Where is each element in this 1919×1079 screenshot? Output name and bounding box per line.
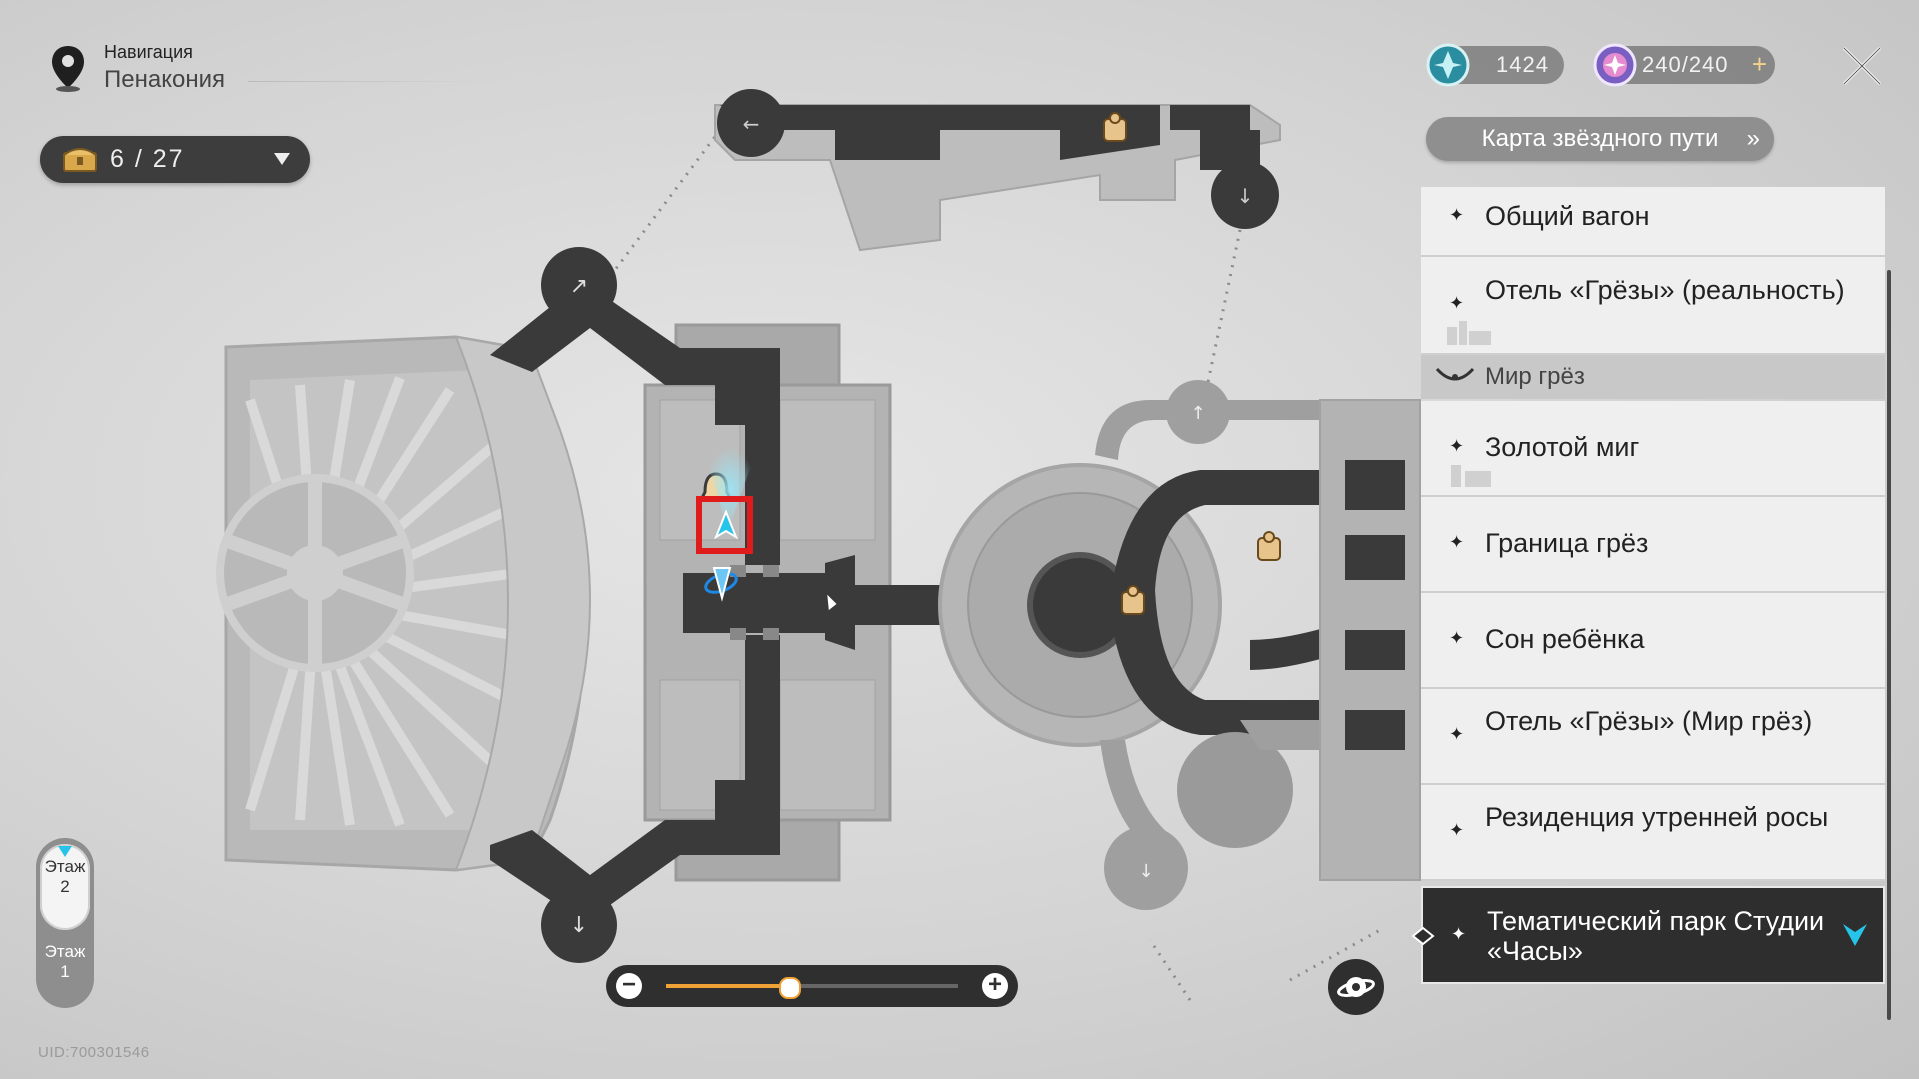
west-corridors: ↗ ↓	[490, 247, 715, 963]
dropdown-arrow-icon	[274, 153, 290, 165]
star-bullet-icon: ✦	[1449, 293, 1465, 313]
player-position-icon	[713, 509, 739, 540]
location-list[interactable]: ✦ Общий вагон ✦ Отель «Грёзы» (реальност…	[1411, 187, 1885, 1020]
puzzle-marker-icon[interactable]	[1257, 531, 1281, 561]
location-label: Сон ребёнка	[1485, 624, 1645, 654]
space-anchor-icon[interactable]	[703, 567, 739, 602]
location-label: Тематический парк Студии «Часы»	[1487, 906, 1825, 966]
west-hall	[216, 335, 591, 872]
current-location-name: Пенакония	[104, 66, 225, 93]
star-rail-map-button[interactable]: Карта звёздного пути »	[1426, 117, 1774, 161]
map-pin-icon	[52, 46, 84, 92]
puzzle-marker-icon[interactable]	[1103, 112, 1127, 142]
location-label: Резиденция утренней росы	[1485, 802, 1829, 832]
location-label: Отель «Грёзы» (реальность)	[1485, 275, 1845, 305]
location-item[interactable]: ✦ Золотой миг	[1421, 401, 1885, 497]
floor-1-button[interactable]: Этаж 1	[40, 934, 90, 1004]
current-location-marker-icon	[1843, 924, 1867, 946]
location-item[interactable]: ✦ Граница грёз	[1421, 497, 1885, 593]
building-silhouette-icon	[1451, 465, 1491, 487]
location-list-scrollbar[interactable]	[1887, 270, 1891, 1020]
dreamscape-section-icon	[1435, 367, 1475, 381]
location-item[interactable]: ✦ Сон ребёнка	[1421, 593, 1885, 689]
trailblaze-power-counter: 240/240 +	[1593, 43, 1775, 87]
zoom-control: − +	[606, 965, 1018, 1007]
star-bullet-icon: ✦	[1449, 724, 1465, 744]
floor-selector[interactable]: Этаж 2 Этаж 1	[36, 838, 94, 1008]
player-view-cone	[705, 447, 755, 530]
location-item-active[interactable]: ✦ Тематический парк Студии «Часы»	[1411, 886, 1885, 984]
zoom-out-button[interactable]: −	[616, 973, 642, 999]
stellar-jade-icon	[1426, 43, 1470, 87]
east-plaza: ↑ ↓	[938, 380, 1421, 910]
floor-label: Этаж	[44, 942, 86, 961]
location-label: Граница грёз	[1485, 528, 1649, 558]
trailblaze-power-value: 240/240	[1642, 52, 1729, 77]
central-building	[643, 323, 892, 882]
double-chevron-right-icon: »	[1746, 125, 1761, 152]
stellar-jade-value: 1424	[1496, 52, 1549, 77]
treasure-counter-dropdown[interactable]: 6 / 27	[40, 136, 310, 183]
floor-label: Этаж	[44, 857, 86, 876]
puzzle-marker-icon[interactable]	[1121, 585, 1145, 615]
floor-2-button[interactable]: Этаж 2	[40, 844, 90, 930]
stellar-jade-counter: 1424	[1426, 43, 1564, 87]
treasure-count: 6 / 27	[110, 145, 185, 173]
star-rail-map-label: Карта звёздного пути	[1481, 125, 1719, 152]
add-power-button[interactable]: +	[1751, 49, 1767, 79]
location-item[interactable]: ✦ Отель «Грёзы» (Мир грёз)	[1421, 689, 1885, 785]
section-label: Мир грёз	[1485, 363, 1585, 390]
trailblaze-power-icon	[1593, 43, 1637, 87]
selection-diamond-icon	[1411, 926, 1435, 946]
zoom-slider-fill	[666, 984, 789, 988]
star-bullet-icon: ✦	[1449, 532, 1465, 552]
current-floor-indicator-icon	[58, 846, 72, 857]
floor-number: 1	[60, 962, 70, 981]
planet-view-button[interactable]	[1328, 959, 1384, 1015]
planet-icon	[1337, 977, 1375, 997]
zoom-in-button[interactable]: +	[982, 973, 1008, 999]
star-bullet-icon: ✦	[1451, 924, 1467, 944]
location-label: Отель «Грёзы» (Мир грёз)	[1485, 706, 1813, 736]
location-label: Общий вагон	[1485, 201, 1650, 231]
location-item[interactable]: ✦ Резиденция утренней росы	[1421, 785, 1885, 881]
player-highlight-box	[696, 496, 753, 554]
svg-text:↑: ↑	[1190, 403, 1205, 424]
location-label: Золотой миг	[1485, 432, 1640, 462]
header-divider	[248, 81, 488, 82]
close-icon[interactable]	[1840, 44, 1884, 88]
svg-text:↓: ↓	[1138, 861, 1153, 882]
building-silhouette-icon	[1447, 321, 1491, 345]
star-bullet-icon: ✦	[1449, 820, 1465, 840]
svg-text:←: ←	[743, 112, 760, 136]
star-bullet-icon: ✦	[1449, 205, 1465, 225]
navigation-label: Навигация	[104, 42, 193, 62]
svg-text:↗: ↗	[570, 274, 588, 299]
map-connection-lines	[598, 129, 1381, 1001]
svg-text:↓: ↓	[570, 913, 588, 938]
north-building: ← ↓	[714, 89, 1281, 252]
location-item[interactable]: ✦ Общий вагон	[1421, 187, 1885, 257]
star-bullet-icon: ✦	[1449, 436, 1465, 456]
zoom-slider-track[interactable]	[666, 977, 958, 999]
star-bullet-icon: ✦	[1449, 628, 1465, 648]
door-marker-icon[interactable]	[824, 589, 840, 614]
location-item[interactable]: ✦ Отель «Грёзы» (реальность)	[1421, 257, 1885, 355]
zoom-slider-handle[interactable]	[779, 977, 801, 999]
svg-text:↓: ↓	[1237, 184, 1254, 208]
floor-number: 2	[60, 877, 70, 896]
treasure-chest-icon	[63, 148, 97, 172]
section-header-dreamscape: Мир грёз	[1421, 355, 1885, 399]
user-id: UID:700301546	[38, 1044, 150, 1061]
